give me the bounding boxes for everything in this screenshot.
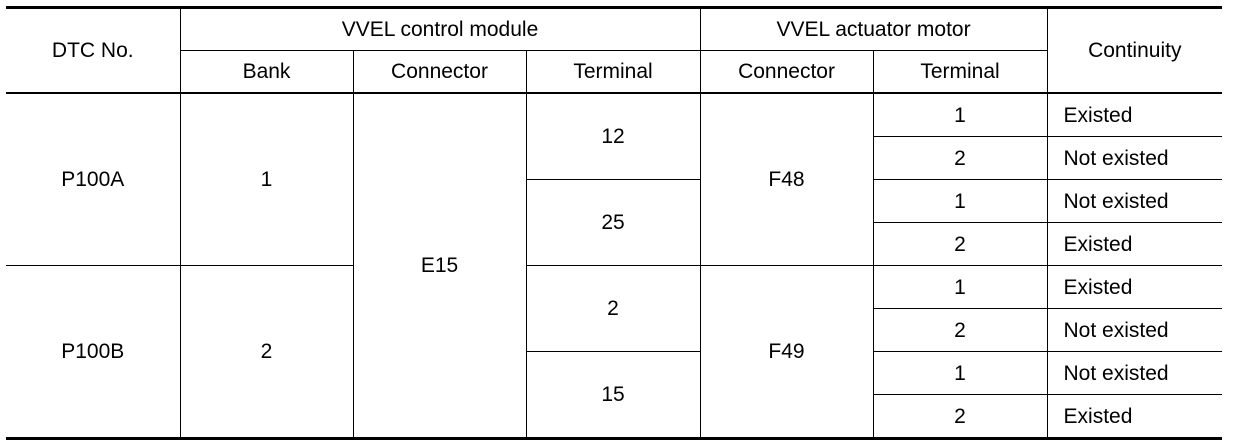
continuity-cell: Existed [1046, 265, 1223, 309]
motor-terminal-cell: 2 [873, 222, 1048, 266]
module-terminal-cell: 25 [526, 179, 701, 266]
motor-terminal-cell: 1 [872, 92, 1048, 137]
table-row: 2 Not existed [6, 136, 1223, 180]
header-continuity: Continuity [1046, 7, 1223, 94]
motor-terminal-cell: 2 [873, 308, 1048, 352]
table-row: P100A 1 E15 12 F48 1 Existed [6, 92, 1223, 439]
header-vvel-control-module: VVEL control module [179, 7, 701, 51]
table-row: 25 1 Not existed [6, 179, 1223, 266]
module-terminal-cell: 15 [526, 351, 701, 439]
header-motor-connector: Connector [699, 50, 874, 94]
continuity-cell: Not existed [1046, 308, 1223, 352]
table-row: 15 1 Not existed [6, 351, 1223, 439]
motor-terminal-cell: 2 [873, 394, 1048, 439]
continuity-cell: Not existed [1046, 136, 1223, 180]
motor-connector-cell: F48 [699, 92, 874, 266]
continuity-cell: Existed [1046, 222, 1223, 266]
header-row-2: Bank Connector Terminal Connector Termin… [6, 50, 1222, 94]
module-terminal-cell: 12 [525, 92, 701, 180]
continuity-cell: Not existed [1046, 179, 1223, 223]
header-module-connector: Connector [352, 50, 527, 94]
header-row-1: DTC No. VVEL control module VVEL actuato… [6, 7, 1223, 94]
module-connector-cell: E15 [352, 92, 527, 439]
motor-terminal-cell: 1 [872, 351, 1048, 395]
module-terminal-cell: 2 [525, 265, 701, 352]
header-module-terminal: Terminal [525, 50, 701, 94]
header-motor-terminal: Terminal [872, 50, 1048, 94]
continuity-cell: Existed [1046, 92, 1223, 137]
dtc-cell: P100B [6, 265, 181, 439]
motor-connector-cell: F49 [699, 265, 874, 439]
header-vvel-actuator-motor: VVEL actuator motor [699, 7, 1048, 51]
header-dtc-no: DTC No. [6, 7, 181, 94]
table-row: 2 Existed [6, 222, 1223, 266]
continuity-cell: Not existed [1046, 351, 1223, 395]
continuity-cell: Existed [1046, 394, 1223, 439]
bank-cell: 2 [179, 265, 354, 439]
dtc-cell: P100A [6, 92, 181, 266]
motor-terminal-cell: 2 [873, 136, 1048, 180]
motor-terminal-cell: 1 [872, 265, 1048, 309]
table-row: P100B 2 2 F49 1 Existed [6, 265, 1223, 439]
header-bank: Bank [180, 50, 354, 94]
table-row: 2 Existed [6, 394, 1223, 439]
bank-cell: 1 [179, 92, 354, 266]
motor-terminal-cell: 1 [872, 179, 1048, 223]
dtc-continuity-table: DTC No. VVEL control module VVEL actuato… [6, 6, 1223, 440]
